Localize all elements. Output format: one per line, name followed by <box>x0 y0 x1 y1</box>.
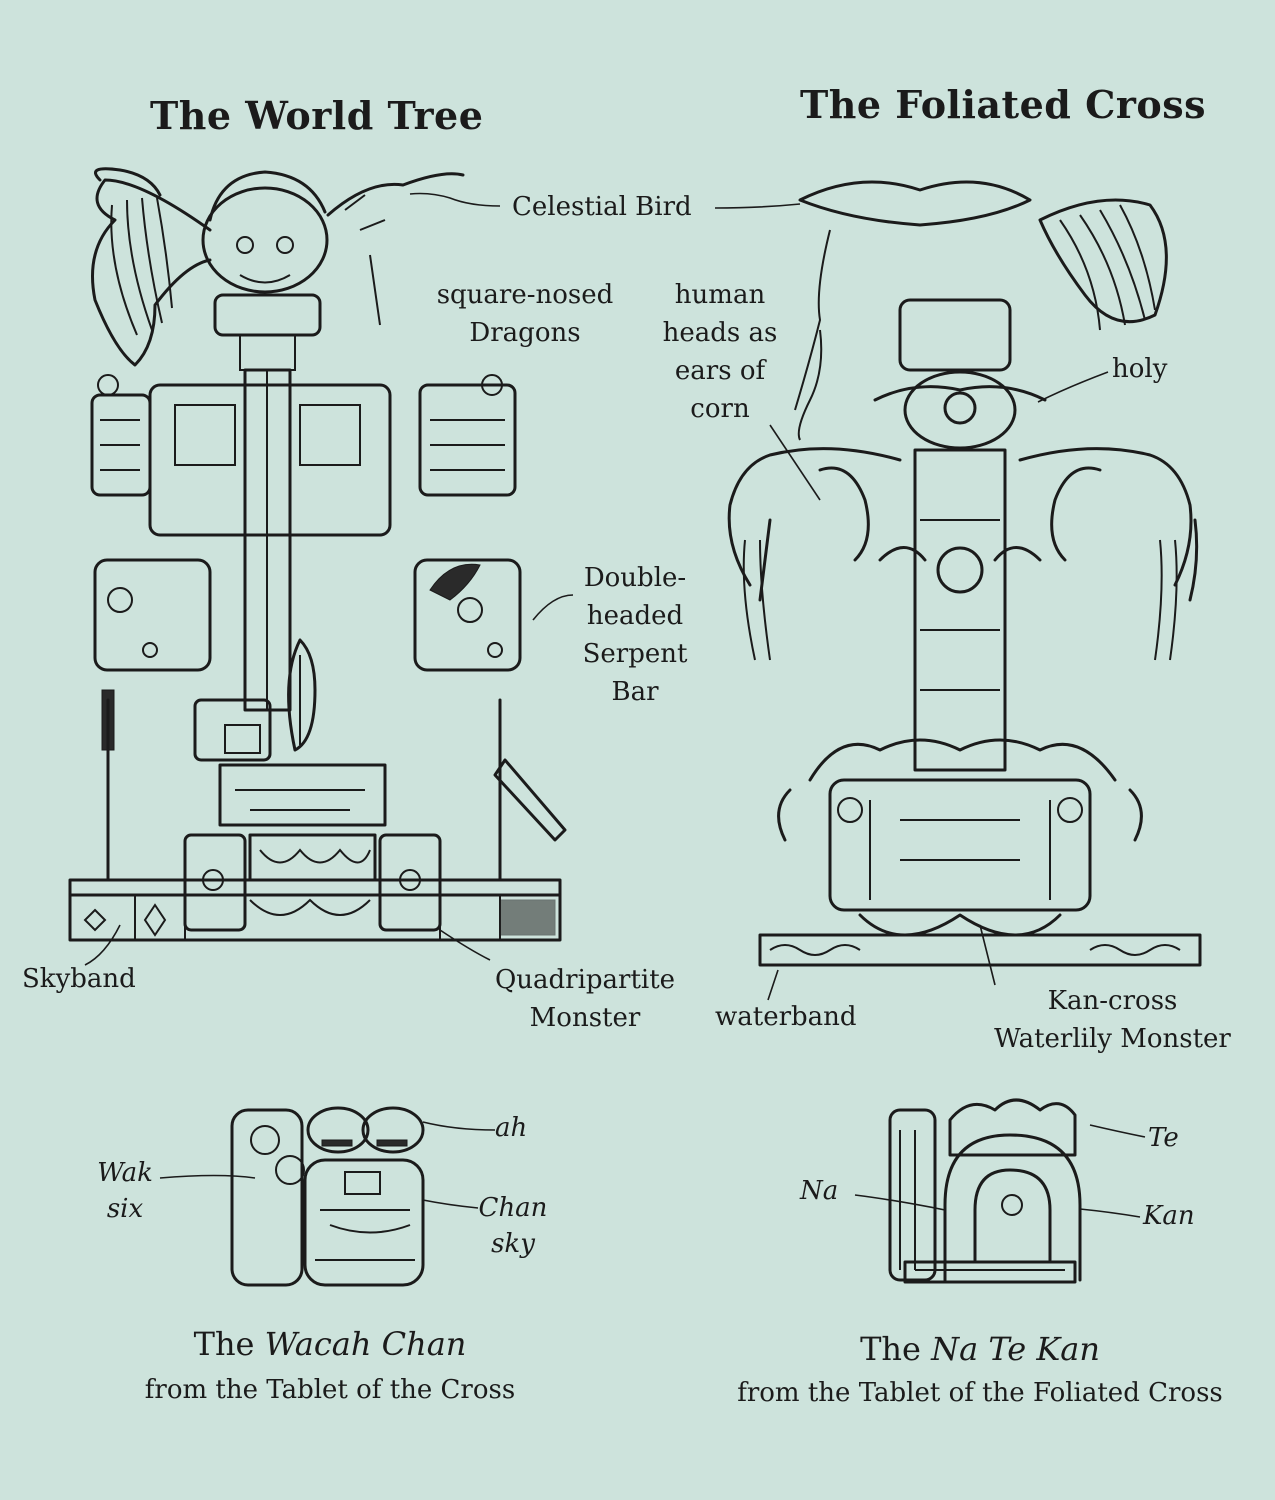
celestial-bird-leader-right <box>714 203 801 209</box>
wacah-chan-source: from the Tablet of the Cross <box>144 1375 516 1405</box>
label-kan-cross-waterlily-monster: Kan-cross Waterlily Monster <box>994 986 1231 1054</box>
waterband-leader <box>767 969 779 1001</box>
glyph-label-ah: ah <box>495 1113 528 1143</box>
glyph-label-chan-sky: Chan sky <box>478 1193 548 1259</box>
label-waterband: waterband <box>715 1002 857 1032</box>
celestial-bird-leader-left <box>409 192 501 207</box>
world-tree-drawing <box>68 167 567 942</box>
world-tree-title: The World Tree <box>150 93 484 138</box>
label-square-nosed-dragons: square-nosed Dragons <box>436 280 614 348</box>
foliated-cross-drawing <box>727 180 1202 967</box>
label-serpent-bar: Double- headed Serpent Bar <box>582 563 688 707</box>
kan-cross-leader <box>979 924 996 986</box>
glyph-label-kan: Kan <box>1143 1201 1195 1231</box>
glyph-label-na: Na <box>800 1176 839 1206</box>
glyph-label-te: Te <box>1148 1123 1179 1153</box>
wacah-chan-glyph <box>230 1106 425 1287</box>
wacah-chan-caption: The Wacah Chan <box>193 1325 467 1363</box>
human-heads-leader <box>769 424 821 501</box>
holy-leader <box>1037 371 1109 403</box>
na-te-kan-caption: The Na Te Kan <box>860 1330 1100 1368</box>
na-te-kan-glyph <box>888 1098 1082 1284</box>
foliated-cross-title: The Foliated Cross <box>800 82 1206 127</box>
label-celestial-bird: Celestial Bird <box>512 192 692 222</box>
serpent-bar-leader <box>532 594 574 621</box>
label-human-heads: human heads as ears of corn <box>662 280 778 424</box>
na-te-kan-source: from the Tablet of the Foliated Cross <box>737 1378 1223 1408</box>
skyband-leader <box>84 924 121 966</box>
glyph-label-wak-six: Wak six <box>97 1158 153 1224</box>
left-celestial-bird-figure <box>91 167 465 367</box>
quadripartite-leader <box>439 929 491 961</box>
label-skyband: Skyband <box>22 964 136 994</box>
label-holy: holy <box>1112 354 1168 384</box>
label-quadripartite-monster: Quadripartite Monster <box>494 965 676 1033</box>
